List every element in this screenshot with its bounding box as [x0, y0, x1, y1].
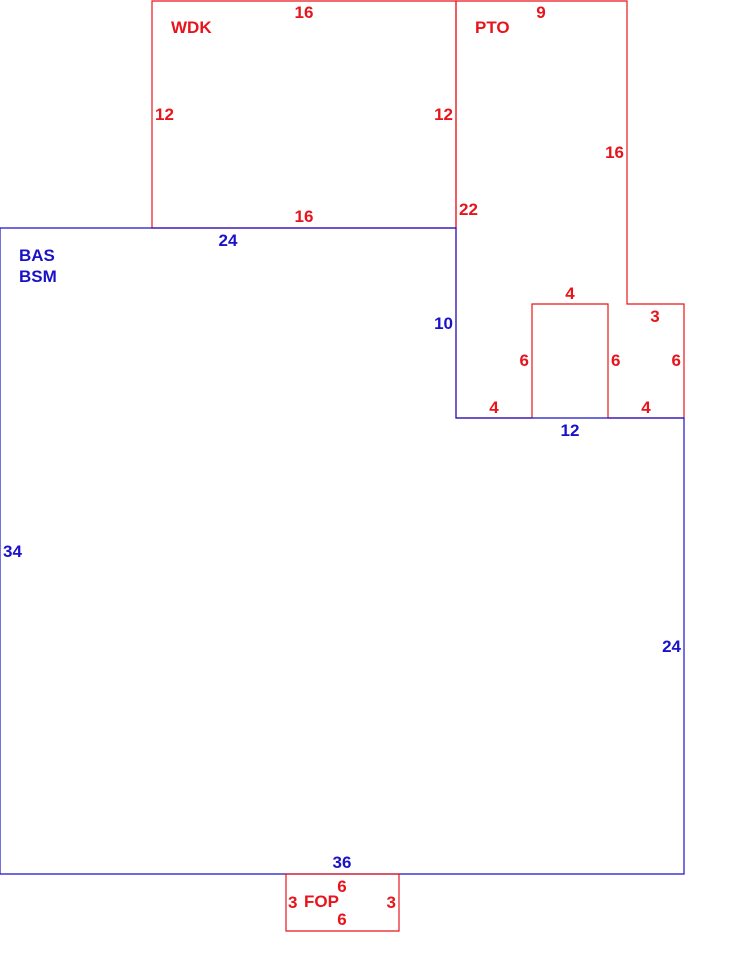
pto-dim-notch-top: 4 — [565, 284, 575, 303]
bas-dim-right: 24 — [662, 637, 681, 656]
pto-dim-bottom-right: 4 — [641, 398, 651, 417]
pto-dim-top: 9 — [536, 3, 545, 22]
pto-dim-right-lower: 6 — [672, 351, 681, 370]
pto-dim-right-upper: 16 — [605, 143, 624, 162]
bsm-area-label: BSM — [19, 267, 57, 286]
pto-area-label: PTO — [475, 18, 510, 37]
bas-dim-top: 24 — [219, 231, 238, 250]
wdk-dim-left: 12 — [155, 105, 174, 124]
bas-dim-left: 34 — [3, 542, 22, 561]
pto-outline — [455, 0, 685, 419]
bas-outline — [0, 227, 685, 875]
bas-dim-bottom: 36 — [333, 853, 352, 872]
fop-dim-left: 3 — [288, 893, 297, 912]
bas-area-label: BAS — [19, 246, 55, 265]
bas-dim-inner-horizontal: 12 — [561, 421, 580, 440]
fop-dim-bottom: 6 — [337, 910, 346, 929]
wdk-dim-right: 12 — [434, 105, 453, 124]
fop-area-label: FOP — [304, 892, 339, 911]
pto-dim-step-top: 3 — [650, 307, 659, 326]
wdk-area-label: WDK — [171, 18, 212, 37]
fop-outline — [285, 873, 400, 932]
pto-dim-notch-right: 6 — [611, 351, 620, 370]
pto-dim-notch-left: 6 — [520, 351, 529, 370]
bas-dim-inner-vertical: 10 — [434, 314, 453, 333]
pto-dim-bottom-left: 4 — [489, 398, 499, 417]
wdk-dim-top: 16 — [295, 3, 314, 22]
fop-dim-top: 6 — [337, 877, 346, 896]
fop-dim-right: 3 — [387, 893, 396, 912]
pto-dim-left: 22 — [459, 200, 478, 219]
wdk-dim-bottom: 16 — [295, 207, 314, 226]
